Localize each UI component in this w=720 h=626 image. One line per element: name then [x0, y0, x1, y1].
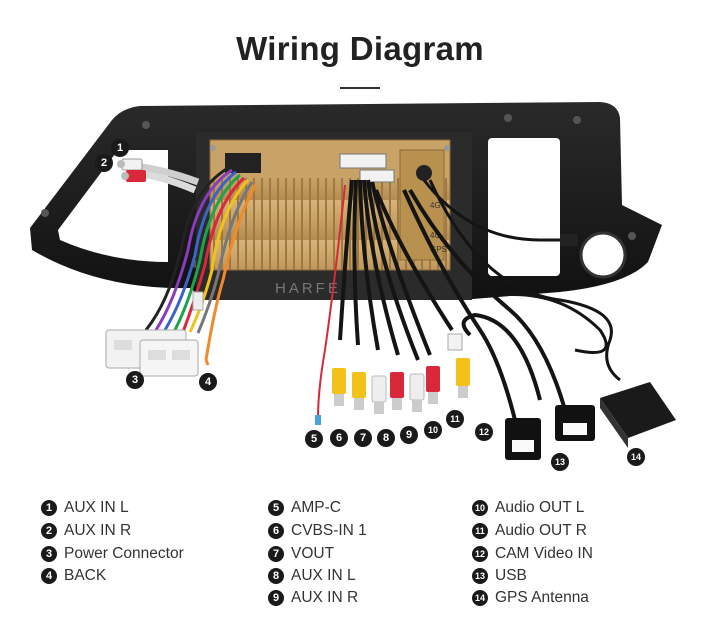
legend-number-badge: 14: [472, 590, 488, 606]
rca-plug-aux-in-l: [371, 375, 387, 414]
legend-item: 6 CVBS-IN 1: [268, 521, 367, 541]
rca-plug-audio-out-l: [409, 373, 425, 412]
callout-6: 6: [330, 429, 348, 447]
legend-label: BACK: [64, 567, 107, 584]
power-harness-wires: [144, 166, 258, 361]
legend-item: 13 USB: [472, 566, 527, 586]
port-label-4g-a: 4G+: [430, 201, 446, 210]
callout-12: 12: [475, 423, 493, 441]
callout-11: 11: [446, 410, 464, 428]
callout-5: 5: [305, 430, 323, 448]
callout-10: 10: [424, 421, 442, 439]
watermark: HARFE: [275, 280, 341, 297]
legend-number-badge: 7: [268, 546, 284, 562]
legend-item: 4 BACK: [41, 566, 106, 586]
legend-number-badge: 10: [472, 500, 488, 516]
callout-8: 8: [377, 429, 395, 447]
legend-item: 9 AUX IN R: [268, 588, 358, 608]
legend-number-badge: 13: [472, 568, 488, 584]
gps-cable: [422, 179, 621, 382]
rca-plug-audio-out-r: [426, 366, 440, 404]
callout-2: 2: [95, 154, 113, 172]
frame-round-hole: [581, 233, 625, 277]
legend-label: AMP-C: [291, 499, 341, 516]
legend-number-badge: 5: [268, 500, 284, 516]
amp-wire: [317, 184, 346, 419]
legend-label: AUX IN R: [64, 522, 132, 539]
callout-7: 7: [354, 429, 372, 447]
title-divider: [340, 87, 380, 89]
usb-plug-1: [505, 418, 541, 460]
callout-3: 3: [126, 371, 144, 389]
callout-4: 4: [199, 373, 217, 391]
legend-number-badge: 11: [472, 523, 488, 539]
legend-label: GPS Antenna: [495, 589, 589, 606]
legend-number-badge: 6: [268, 523, 284, 539]
legend-label: Power Connector: [64, 545, 184, 562]
rca-plug-vout: [352, 372, 366, 410]
legend-item: 14 GPS Antenna: [472, 588, 589, 608]
legend-number-badge: 9: [268, 590, 284, 606]
legend-label: AUX IN L: [291, 567, 356, 584]
rca-plug-aux-in-r: [390, 372, 404, 410]
legend-item: 2 AUX IN R: [41, 521, 131, 541]
page-title: Wiring Diagram: [236, 30, 484, 67]
legend-item: 10 Audio OUT L: [472, 498, 584, 518]
usb-plug-2: [555, 405, 595, 441]
legend-number-badge: 12: [472, 546, 488, 562]
legend-item: 8 AUX IN L: [268, 566, 356, 586]
callout-9: 9: [400, 426, 418, 444]
legend-label: VOUT: [291, 545, 335, 562]
legend-number-badge: 2: [41, 523, 57, 539]
unit-port-main: [339, 153, 387, 169]
legend-number-badge: 1: [41, 500, 57, 516]
port-label-4g-b: 4G-: [430, 231, 444, 240]
legend-label: Audio OUT L: [495, 499, 585, 516]
gps-antenna: [600, 382, 676, 448]
usb-cables: [402, 189, 567, 421]
legend-number-badge: 3: [41, 546, 57, 562]
legend-label: CVBS-IN 1: [291, 522, 367, 539]
rca-pair-aux-in-left: [117, 158, 200, 194]
callout-14: 14: [627, 448, 645, 466]
legend-label: Audio OUT R: [495, 522, 587, 539]
back-wire: [204, 359, 210, 366]
legend-item: 11 Audio OUT R: [472, 521, 587, 541]
legend-item: 12 CAM Video IN: [472, 544, 593, 564]
center-cable-bundle: [338, 179, 454, 361]
legend-item: 3 Power Connector: [41, 544, 184, 564]
port-label-gps: GPS: [430, 245, 447, 254]
legend-item: 5 AMP-C: [268, 498, 341, 518]
legend-label: AUX IN L: [64, 499, 129, 516]
legend-item: 1 AUX IN L: [41, 498, 129, 518]
rca-plug-cam-video-in: [447, 333, 470, 398]
power-connector: [105, 329, 199, 377]
callout-13: 13: [551, 453, 569, 471]
legend-label: USB: [495, 567, 527, 584]
legend-number-badge: 4: [41, 568, 57, 584]
callout-1: 1: [111, 139, 129, 157]
legend-number-badge: 8: [268, 568, 284, 584]
rca-plug-cvbs-in: [332, 368, 346, 406]
legend-label: AUX IN R: [291, 589, 359, 606]
legend-label: CAM Video IN: [495, 545, 593, 562]
legend-item: 7 VOUT: [268, 544, 334, 564]
frame-right-cutout: [488, 138, 560, 276]
unit-port-power: [225, 153, 261, 173]
